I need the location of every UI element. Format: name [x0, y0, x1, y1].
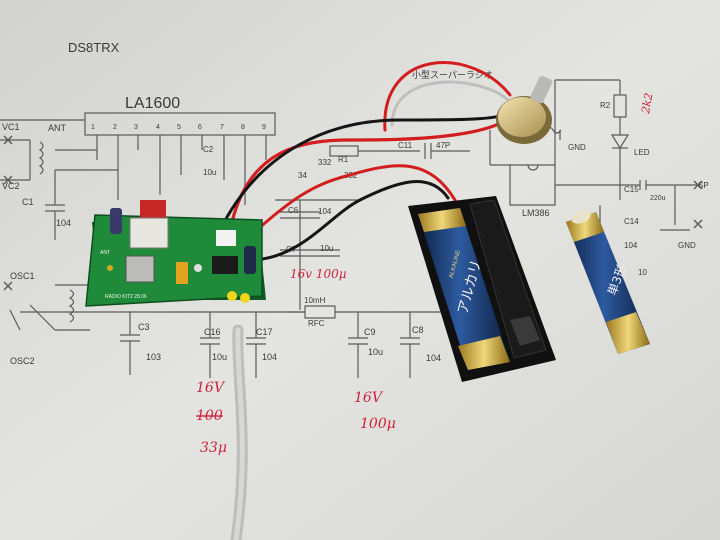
- label-ant: ANT: [48, 123, 67, 133]
- battery-holder: アルカリ ALKALINE: [408, 196, 556, 382]
- pin-2: 2: [113, 124, 117, 131]
- label-vc1: VC1: [2, 122, 20, 132]
- note-c16-2: 100: [196, 408, 223, 424]
- handwritten-notes: 16v 100μ 16V 100 33μ 16V 100μ 2k2: [196, 92, 656, 456]
- la1600-ic-box: [84, 112, 276, 136]
- loose-aa-battery: 単3形: [566, 210, 650, 354]
- note-c9-1: 16V: [354, 390, 384, 406]
- title-note: 小型スーパーラジオ: [412, 70, 493, 80]
- pin-6: 6: [198, 124, 202, 131]
- label-332a: 332: [318, 158, 332, 167]
- ic-title: LA1600: [125, 95, 180, 112]
- osc-coil: [125, 255, 155, 283]
- pot-shaft: [530, 75, 553, 104]
- pin-1: 1: [91, 124, 95, 131]
- label-c8-val: 104: [426, 353, 441, 363]
- label-34: 34: [298, 171, 307, 180]
- label-r2: R2: [600, 101, 611, 110]
- aa-positive-cap: [571, 210, 591, 224]
- label-c3: C3: [138, 322, 150, 332]
- white-connector: [216, 230, 236, 246]
- label-c1-val: 104: [56, 218, 71, 228]
- label-c2: C2: [203, 145, 214, 154]
- wire-red-loop: [383, 61, 512, 132]
- ic-chip: [212, 256, 238, 274]
- label-10: 10: [638, 268, 647, 277]
- label-gnd-top: GND: [568, 143, 586, 152]
- label-c9: C9: [364, 327, 376, 337]
- schematic-terminals: [3, 135, 703, 291]
- wire-black-top: [218, 110, 514, 232]
- label-gnd-right: GND: [678, 241, 696, 250]
- label-10mh: 10mH: [304, 296, 326, 305]
- label-c14: C14: [624, 217, 639, 226]
- label-c9-val: 10u: [368, 347, 383, 357]
- label-c16-val: 10u: [212, 352, 227, 362]
- potentiometer: [496, 75, 553, 144]
- battery-cell-1: [418, 208, 510, 370]
- label-osc2: OSC2: [10, 356, 35, 366]
- pin-8: 8: [241, 124, 245, 131]
- label-vc2: VC2: [2, 181, 20, 191]
- wires: [218, 61, 522, 540]
- variable-cap: [129, 217, 169, 249]
- label-c6-val: 104: [318, 207, 332, 216]
- pin-9: 9: [262, 124, 266, 131]
- label-c8: C8: [412, 325, 424, 335]
- label-c1: C1: [22, 197, 34, 207]
- note-c16-3: 33μ: [200, 440, 227, 456]
- schematic-labels: DS8TRX LA1600 1 2 3 4 5 6 7 8 9 VC1 VC2 …: [2, 40, 709, 366]
- pcb-silk-ant: ANT: [100, 250, 110, 256]
- pin-4: 4: [156, 124, 160, 131]
- label-osc1: OSC1: [10, 271, 35, 281]
- label-c11: C11: [398, 141, 413, 150]
- label-c15-val: 220u: [650, 195, 666, 202]
- cap-yellow-1: [176, 262, 188, 284]
- ifm-coil-red: [140, 200, 166, 220]
- label-c6: C6: [288, 206, 299, 215]
- cap-yellow-2: [227, 291, 237, 301]
- pcb-silkscreen: RADIO KIT2 28.06: [105, 294, 147, 300]
- label-r1: R1: [338, 155, 349, 164]
- label-c2-val: 10u: [203, 168, 216, 177]
- pin-3: 3: [134, 124, 138, 131]
- note-c16-1: 16V: [196, 380, 226, 396]
- label-lm386: LM386: [522, 208, 550, 218]
- note-c7: 16v 100μ: [290, 267, 347, 281]
- pcb-board: RADIO KIT2 28.06 ANT: [85, 200, 266, 307]
- label-c17: C17: [256, 327, 273, 337]
- note-r2: 2k2: [639, 92, 656, 116]
- label-c7-val: 10u: [320, 244, 333, 253]
- header-faint: DS8TRX: [68, 40, 120, 55]
- label-c17-val: 104: [262, 352, 277, 362]
- label-c11-val: 47P: [436, 141, 450, 150]
- wire-black-battery: [248, 180, 450, 262]
- label-c16: C16: [204, 327, 221, 337]
- cap-yellow-3: [240, 293, 250, 303]
- wire-red-top: [230, 98, 522, 224]
- pin-5: 5: [177, 124, 181, 131]
- label-sp: SP: [698, 181, 709, 190]
- label-c15: C15: [624, 185, 639, 194]
- pin-7: 7: [220, 124, 224, 131]
- label-led: LED: [634, 148, 650, 157]
- pot-knob: [498, 97, 546, 137]
- cap-electrolytic-1: [110, 208, 122, 234]
- note-c9-2: 100μ: [360, 416, 396, 432]
- schematic-drawing: [0, 79, 700, 378]
- label-c14-val: 104: [624, 241, 638, 250]
- wire-white: [390, 80, 510, 127]
- cap-electrolytic-2: [244, 246, 256, 274]
- wire-red-battery: [238, 164, 457, 247]
- label-rfc: RFC: [308, 319, 325, 328]
- label-c3-val: 103: [146, 352, 161, 362]
